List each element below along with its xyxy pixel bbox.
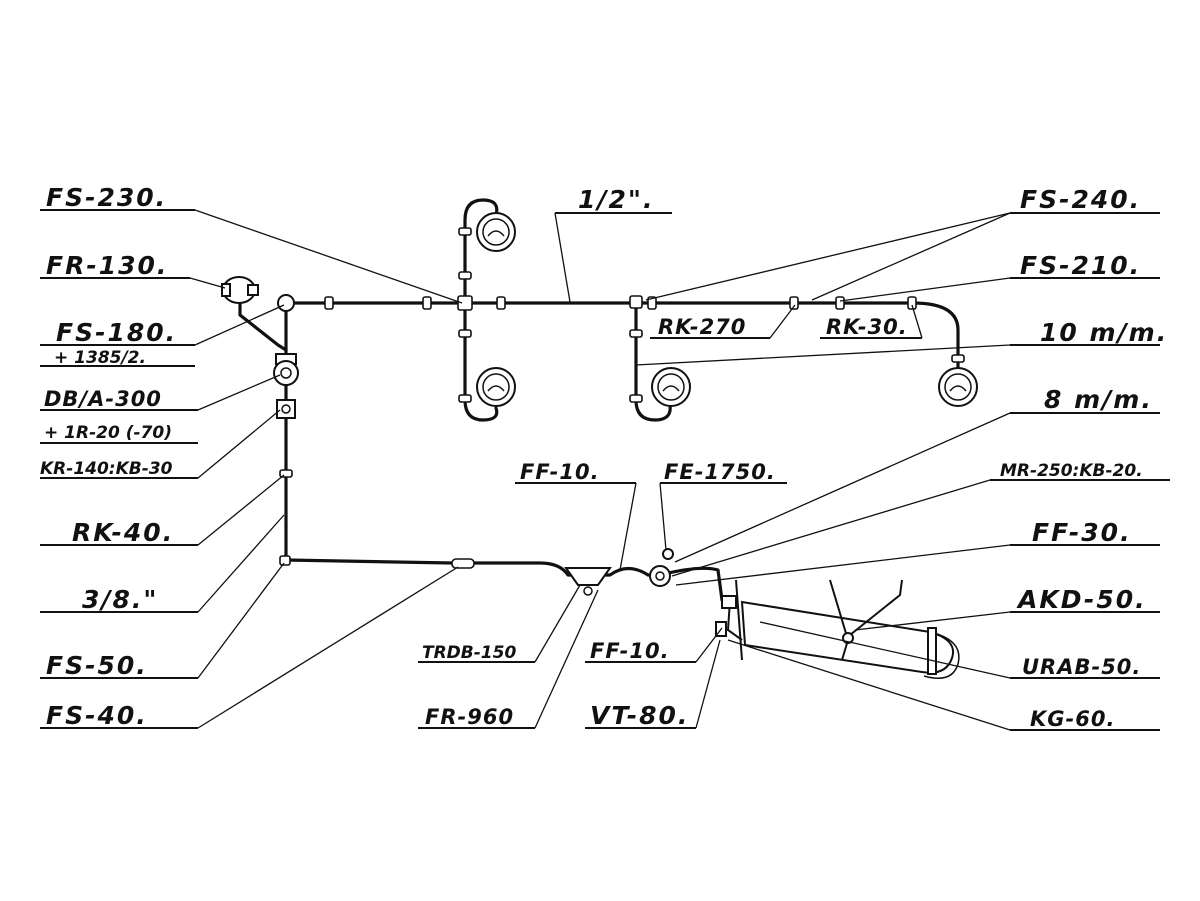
- reducer-fr130: [221, 276, 259, 304]
- coupling: [789, 296, 799, 310]
- coupling: [324, 296, 334, 310]
- label-ff10-top: FF-10.: [520, 460, 600, 484]
- label-urab50: URAB-50.: [1022, 655, 1141, 679]
- label-fr960: FR-960: [425, 705, 514, 729]
- label-rk30: RK-30.: [826, 315, 908, 339]
- coupling: [279, 469, 293, 478]
- label-half-inch: 1/2".: [578, 185, 654, 214]
- label-ff30: FF-30.: [1032, 518, 1132, 547]
- feeder-pipe: [238, 293, 288, 352]
- coupling: [629, 394, 643, 403]
- gauges: [221, 212, 978, 679]
- gauge-right-branch: [651, 367, 691, 407]
- coupling-fs40: [451, 558, 475, 569]
- label-dba300: DB/A-300: [44, 387, 162, 411]
- akd-feed: [726, 599, 743, 641]
- coupling: [835, 296, 845, 310]
- valve-vt80: [715, 595, 737, 637]
- label-8mm: 8 m/m.: [1044, 385, 1153, 414]
- label-fs230: FS-230.: [46, 183, 167, 212]
- label-fr130: FR-130.: [46, 251, 168, 280]
- label-1r20: + 1R-20 (-70): [44, 423, 172, 443]
- label-vt80: VT-80.: [590, 701, 689, 730]
- label-fs240: FS-240.: [1020, 185, 1141, 214]
- centre-branch-lower: [463, 301, 499, 422]
- label-10mm: 10 m/m.: [1040, 318, 1168, 347]
- coupling: [496, 296, 506, 310]
- centre-branch: [463, 198, 499, 305]
- label-fs40: FS-40.: [46, 701, 148, 730]
- device-fe1750: [649, 548, 674, 587]
- coupling: [458, 329, 472, 338]
- coupling: [458, 227, 472, 236]
- gauge-top-centre: [476, 212, 516, 252]
- urab-tank: [735, 579, 960, 679]
- label-akd50: AKD-50.: [1016, 585, 1147, 614]
- label-kg60: KG-60.: [1030, 707, 1115, 731]
- coupling: [647, 296, 657, 310]
- label-fe1750: FE-1750.: [664, 460, 776, 484]
- right-branch: [634, 301, 672, 422]
- label-fs210: FS-210.: [1020, 251, 1141, 280]
- labels: FS-230. FR-130. FS-180. + 1385/2. DB/A-3…: [40, 183, 1168, 731]
- label-fs180: FS-180.: [56, 318, 177, 347]
- device-trdb150: [564, 567, 612, 596]
- valve-dba300: [273, 353, 299, 386]
- label-1385: + 1385/2.: [54, 348, 146, 368]
- label-ff10-low: FF-10.: [590, 639, 670, 663]
- coupling: [279, 555, 291, 566]
- coupling: [458, 394, 472, 403]
- leader-lines: [40, 209, 1170, 731]
- coupling: [951, 354, 965, 363]
- gauge-bottom-centre: [476, 367, 516, 407]
- coupling: [629, 329, 643, 338]
- label-fs50: FS-50.: [46, 651, 148, 680]
- tee-fitting: [629, 295, 643, 309]
- couplings: [279, 227, 965, 569]
- coupling: [907, 296, 917, 310]
- label-rk270: RK-270: [658, 315, 746, 339]
- cross-fitting: [457, 295, 473, 311]
- label-3-8: 3/8.": [82, 585, 158, 614]
- label-mr250: MR-250:KB-20.: [1000, 461, 1143, 481]
- cock-kr140: [276, 399, 296, 419]
- label-kr140: KR-140:KB-30: [40, 459, 173, 479]
- coupling: [458, 271, 472, 280]
- gauge-far-right: [938, 367, 978, 407]
- label-rk40: RK-40.: [72, 518, 174, 547]
- elbow-fs180: [277, 294, 295, 312]
- label-trdb150: TRDB-150: [422, 643, 516, 663]
- coupling: [422, 296, 432, 310]
